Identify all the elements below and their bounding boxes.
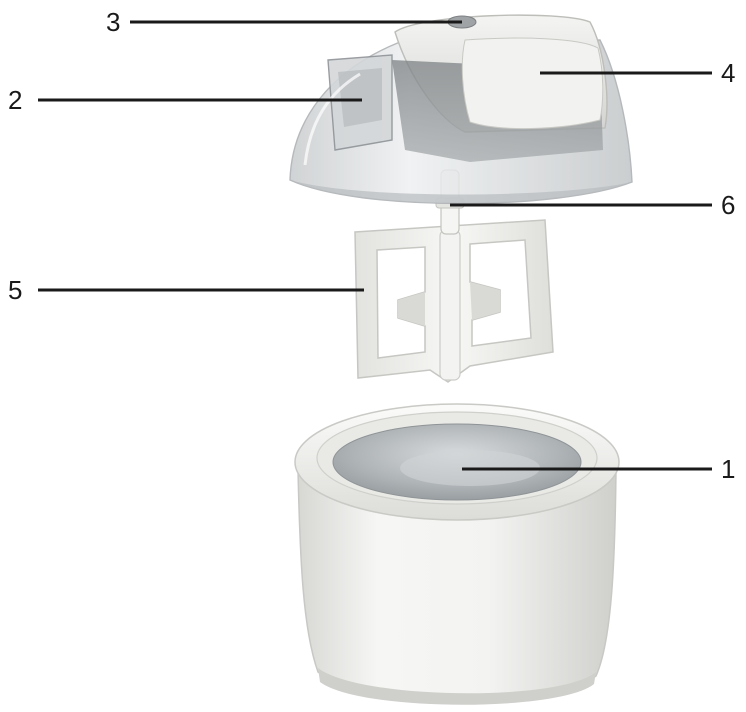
paddle-wing-left [398,292,425,326]
callout-4: 4 [721,58,736,88]
lid-rim [290,180,632,204]
callout-6: 6 [721,190,736,220]
filling-opening-inner [338,68,382,127]
leader-lines [38,20,712,471]
mixing-paddle [354,219,554,383]
callout-1: 1 [721,454,736,484]
callout-2: 2 [8,85,23,115]
motor-unit-face [461,37,604,130]
bowl-base-shadow [318,668,596,705]
paddle-shaft [439,229,461,381]
lid-assembly [289,14,633,205]
lid-highlight [303,72,361,166]
freezer-bowl [294,403,620,705]
paddle-wing-right [470,282,500,320]
callout-5: 5 [8,275,23,305]
callout-3: 3 [106,7,121,37]
